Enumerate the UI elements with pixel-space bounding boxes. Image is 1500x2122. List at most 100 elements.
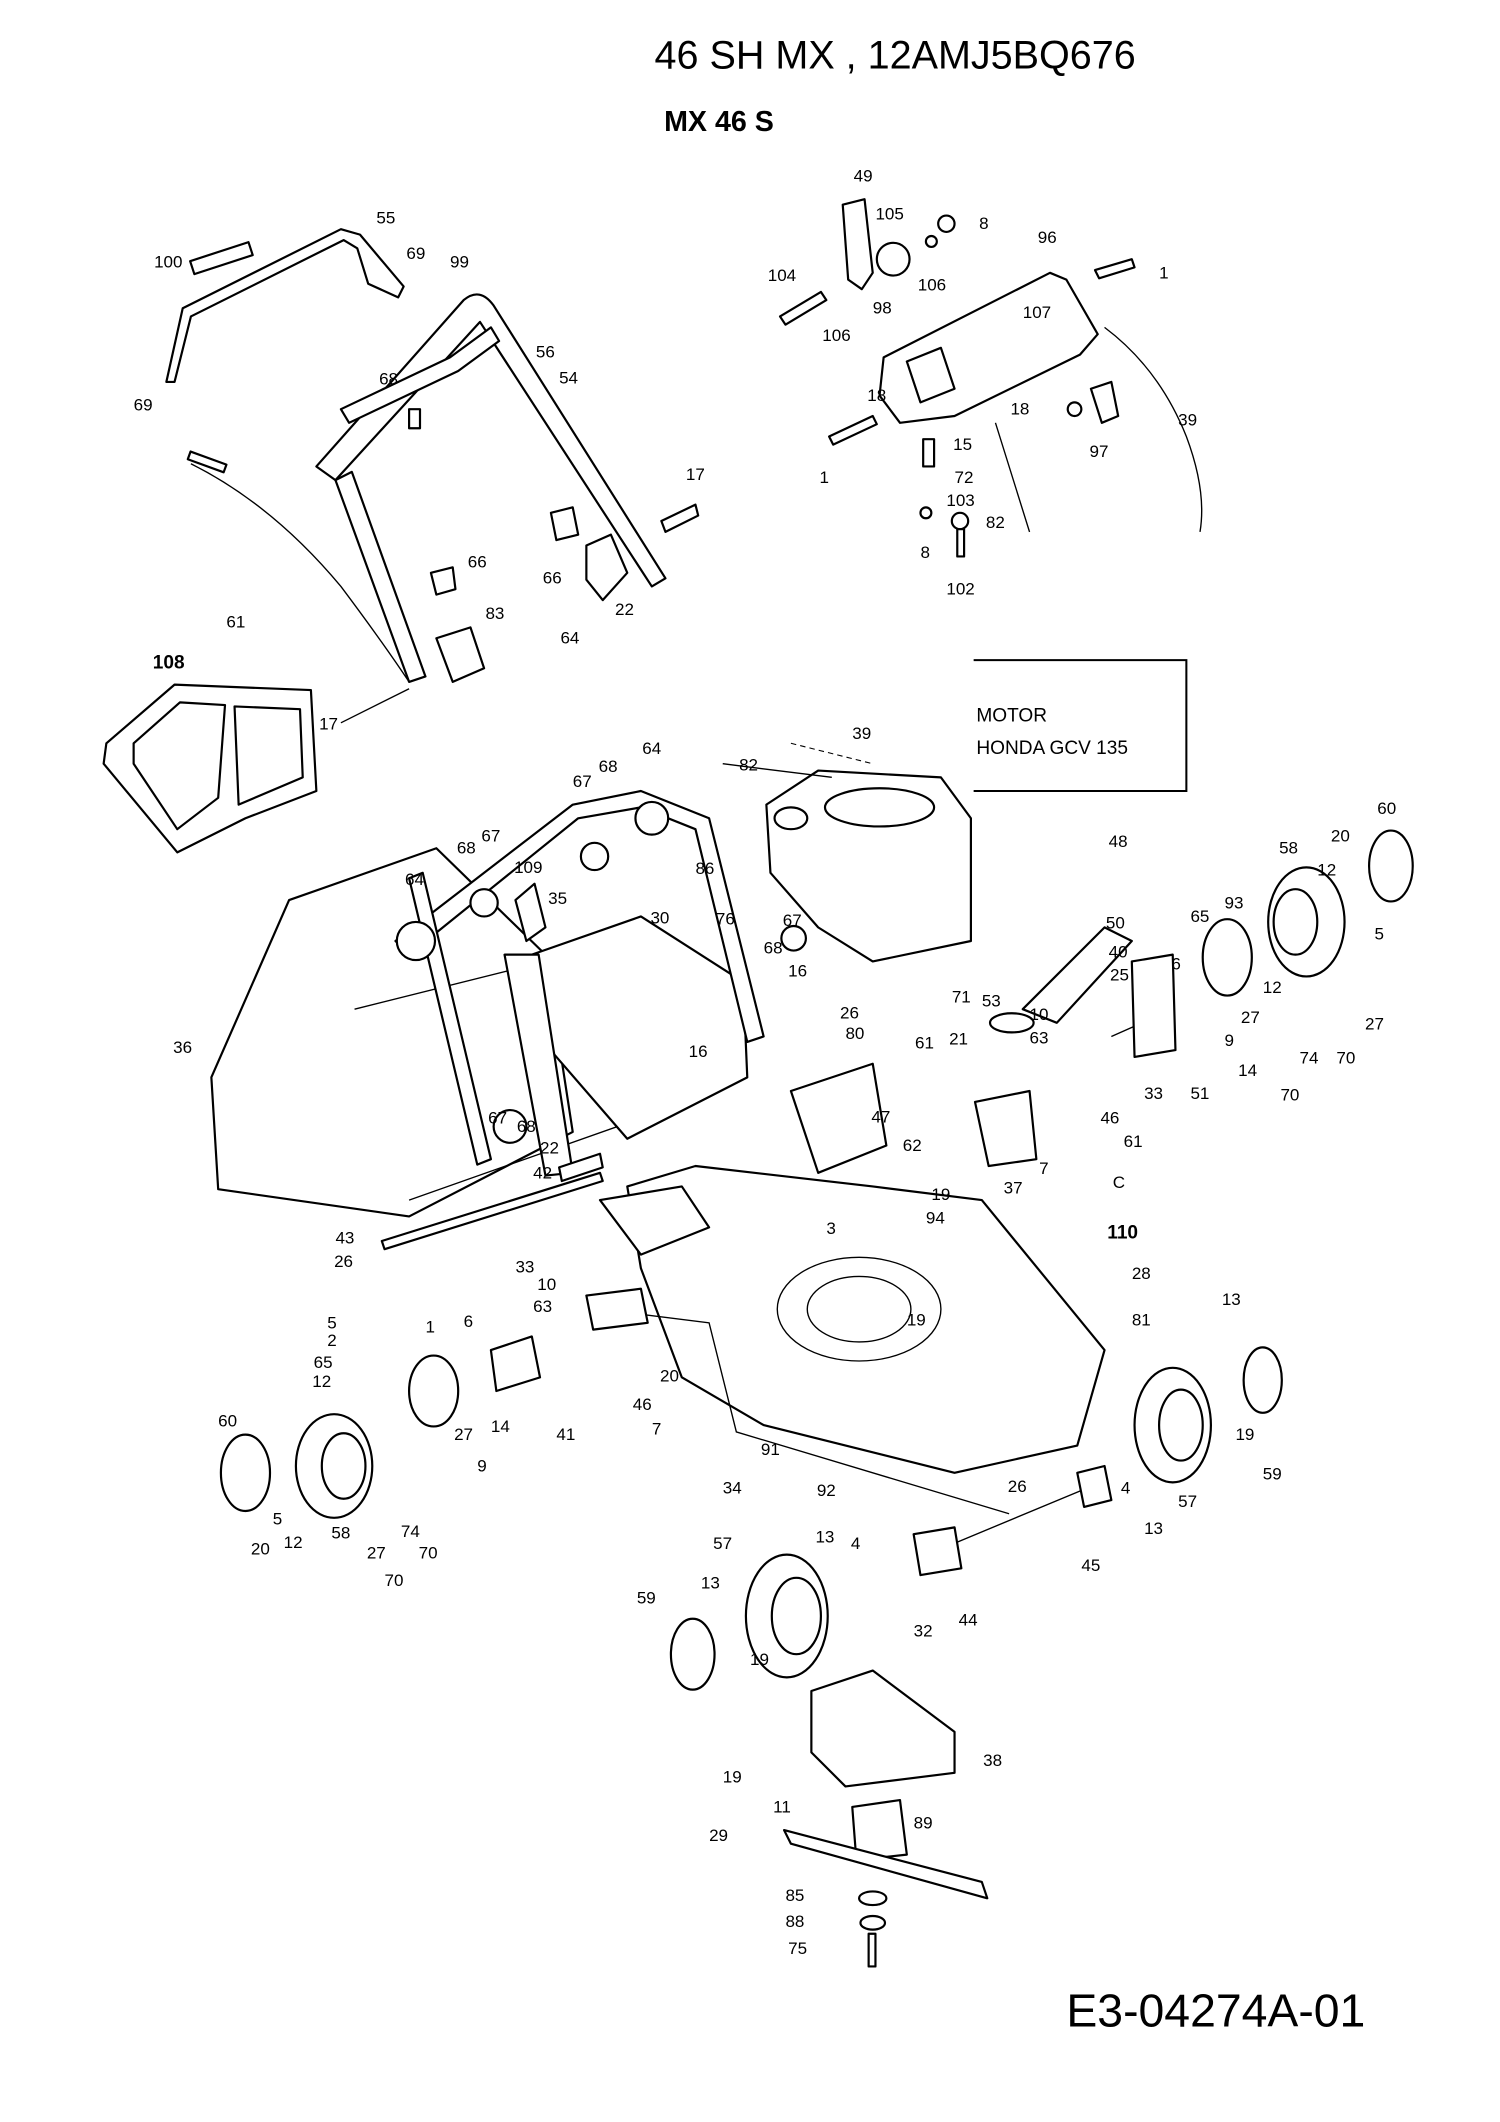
part-callout: 65 (1190, 907, 1209, 926)
part-callout: 40 (1109, 942, 1128, 961)
part-callout: 17 (686, 465, 705, 484)
part-callout: 93 (1225, 893, 1244, 912)
part-callout: 44 (959, 1611, 978, 1630)
part-callout: 55 (376, 209, 395, 228)
part-callout: 49 (854, 166, 873, 185)
part-callout: 37 (1004, 1178, 1023, 1197)
motor-label: MOTOR (976, 705, 1047, 726)
axles-and-rods (489, 953, 1177, 1577)
part-callout: 104 (768, 266, 796, 285)
part-callout: 6 (464, 1312, 473, 1331)
part-callout: 36 (173, 1038, 192, 1057)
part-callout: 5 (327, 1313, 336, 1332)
part-callout: 4 (1121, 1478, 1130, 1497)
part-callout: 6 (1171, 955, 1180, 974)
part-callout: 19 (750, 1650, 769, 1669)
part-callout: 108 (153, 652, 185, 673)
part-callout: 42 (533, 1163, 552, 1182)
part-callout: 106 (918, 276, 946, 295)
part-callout: 14 (491, 1417, 510, 1436)
part-callout: 71 (952, 987, 971, 1006)
part-callout: 22 (615, 600, 634, 619)
part-callout: 27 (367, 1544, 386, 1563)
part-callout: 82 (739, 756, 758, 775)
part-callout: 27 (1365, 1015, 1384, 1034)
part-callout: 54 (559, 368, 578, 387)
part-callout: 92 (817, 1481, 836, 1500)
part-callout: 2 (327, 1331, 336, 1350)
part-callout: 35 (548, 889, 567, 908)
motor-callout-box: MOTOR HONDA GCV 135 (973, 659, 1188, 793)
part-callout: 67 (783, 911, 802, 930)
part-callout: 94 (926, 1208, 945, 1227)
part-callout: 72 (955, 468, 974, 487)
part-callout: 5 (273, 1510, 282, 1529)
part-callout: 70 (1280, 1086, 1299, 1105)
part-callout: 34 (723, 1478, 742, 1497)
part-callout: 66 (543, 569, 562, 588)
part-callout: 20 (251, 1540, 270, 1559)
part-callout: 7 (1039, 1159, 1048, 1178)
part-callout: 99 (450, 252, 469, 271)
part-callout: 19 (931, 1185, 950, 1204)
part-callout: 38 (983, 1751, 1002, 1770)
part-callout: 53 (982, 991, 1001, 1010)
part-callout: 85 (785, 1886, 804, 1905)
part-callout: 17 (319, 715, 338, 734)
part-callout: 27 (454, 1425, 473, 1444)
part-callout: 46 (1100, 1109, 1119, 1128)
part-callout: 9 (477, 1456, 486, 1475)
part-callout: 75 (788, 1939, 807, 1958)
part-callout: 61 (1124, 1132, 1143, 1151)
part-callout: 64 (405, 870, 424, 889)
part-callout: 67 (481, 826, 500, 845)
part-callout: 59 (637, 1589, 656, 1608)
part-callout: 70 (385, 1571, 404, 1590)
part-callout: 69 (134, 396, 153, 415)
part-callout: 1 (820, 468, 829, 487)
part-callout: 62 (903, 1136, 922, 1155)
part-callout: 68 (457, 839, 476, 858)
part-callout: 10 (537, 1275, 556, 1294)
part-callout: 110 (1107, 1222, 1138, 1243)
part-callout: 13 (815, 1527, 834, 1546)
mower-deck (598, 926, 1133, 1474)
part-callout: 11 (773, 1797, 791, 1816)
blade-assembly (782, 1669, 989, 1968)
part-callout: 58 (1279, 839, 1298, 858)
part-callout: 9 (1225, 1031, 1234, 1050)
part-callout: 68 (764, 938, 783, 957)
part-callout: 41 (556, 1425, 575, 1444)
part-callout: 5 (1375, 925, 1384, 944)
part-callout: 82 (986, 513, 1005, 532)
part-callout: 81 (1132, 1311, 1151, 1330)
part-callout: 13 (701, 1574, 720, 1593)
engine (722, 742, 972, 963)
part-callout: 63 (533, 1297, 552, 1316)
part-callout: 26 (1008, 1477, 1027, 1496)
part-callout: 105 (875, 205, 903, 224)
part-callout: 91 (761, 1440, 780, 1459)
part-callout: 16 (689, 1042, 708, 1061)
part-callout: 50 (1106, 914, 1125, 933)
part-callout: 109 (514, 858, 542, 877)
part-callout: 61 (915, 1034, 934, 1053)
part-callout: 64 (560, 629, 579, 648)
part-callout: 12 (1263, 978, 1282, 997)
part-callout: 98 (873, 299, 892, 318)
part-callout: 20 (1331, 826, 1350, 845)
part-callout: 103 (946, 491, 974, 510)
part-callout: 70 (419, 1544, 438, 1563)
part-callout: 13 (1144, 1519, 1163, 1538)
part-callout: 65 (314, 1353, 333, 1372)
part-callout: 89 (914, 1814, 933, 1833)
part-callout: 26 (334, 1252, 353, 1271)
part-callout: 68 (379, 370, 398, 389)
part-callout: 39 (852, 724, 871, 743)
part-callout: 18 (867, 386, 886, 405)
part-callout: 8 (920, 543, 929, 562)
part-callout: 69 (406, 244, 425, 263)
part-callout: 66 (468, 552, 487, 571)
